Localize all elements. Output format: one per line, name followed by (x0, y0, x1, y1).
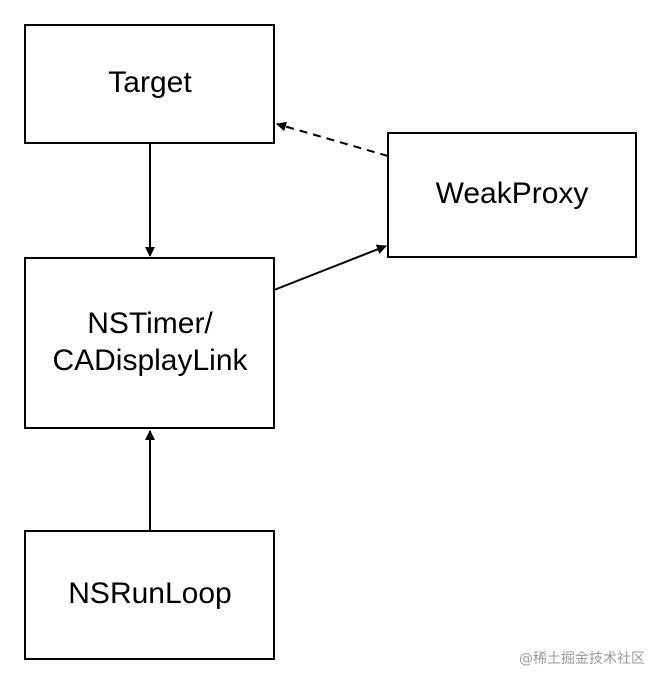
node-target: Target (24, 24, 275, 144)
edge-timer-to-weakproxy (273, 244, 387, 291)
node-weakproxy-box (387, 132, 637, 258)
node-weakproxy: WeakProxy (387, 132, 637, 258)
node-timer-box (24, 257, 275, 429)
node-timer: NSTimer/ CADisplayLink (24, 257, 275, 429)
edge-weakproxy-to-target-dashed (276, 121, 389, 157)
node-weakproxy-label: WeakProxy (436, 177, 589, 210)
node-runloop: NSRunLoop (24, 530, 275, 660)
node-timer-label-line1: NSTimer/ (87, 307, 213, 340)
node-runloop-label: NSRunLoop (68, 577, 231, 610)
node-target-box (24, 24, 275, 144)
node-runloop-box (24, 530, 275, 660)
node-target-label: Target (108, 66, 192, 99)
node-timer-label-line2: CADisplayLink (52, 344, 248, 377)
watermark-text: @稀土掘金技术社区 (519, 651, 645, 667)
